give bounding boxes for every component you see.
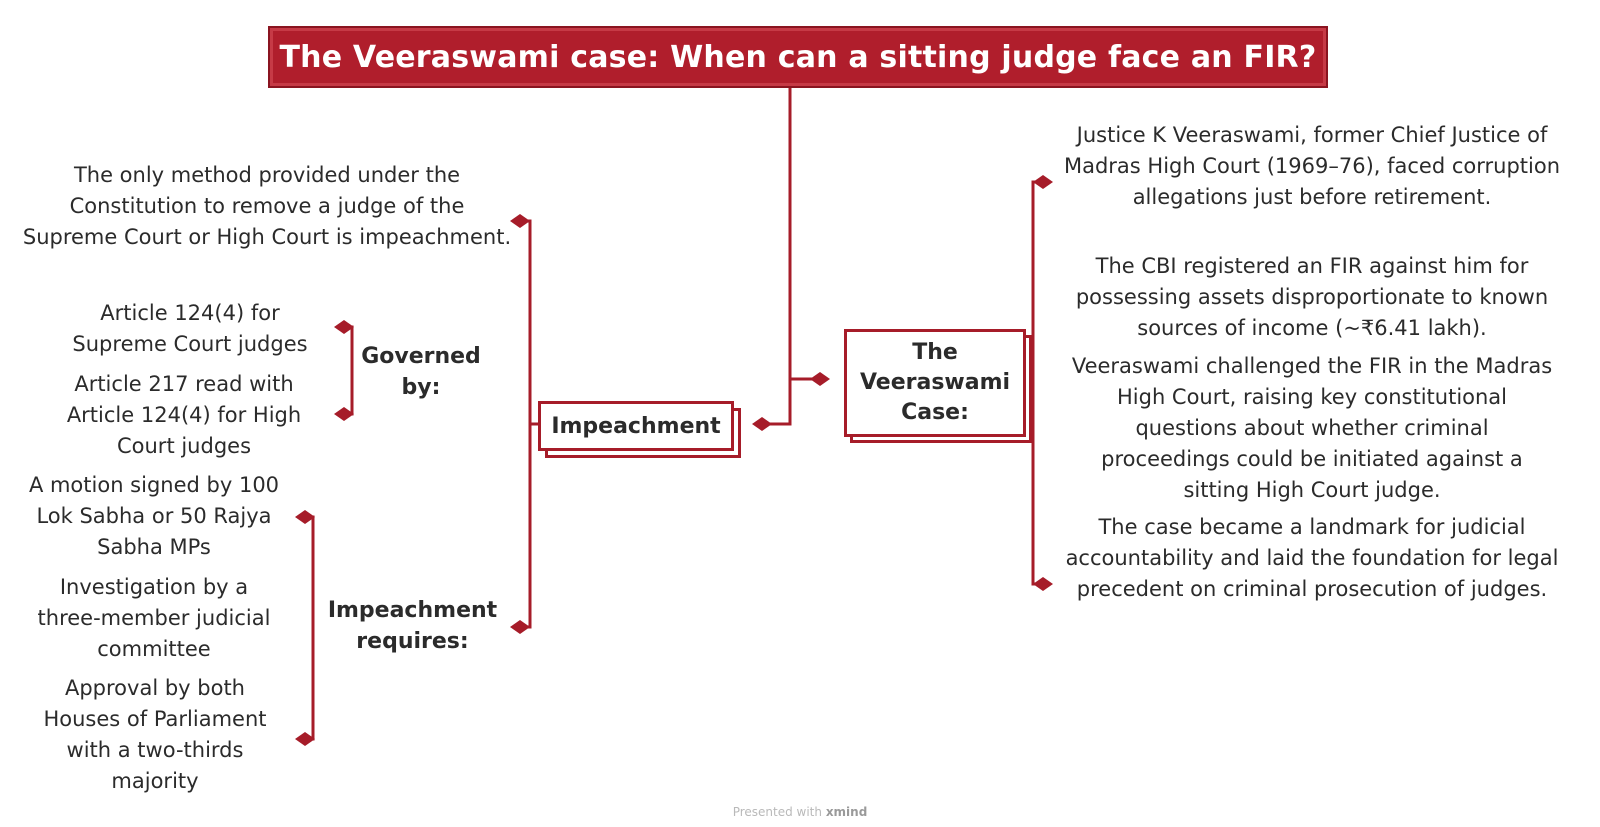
diamond-connector [295,510,315,524]
footer-prefix: Presented with [732,805,822,819]
requires-item: Approval by both Houses of Parliament wi… [43,676,267,793]
footer-brand: xmind [825,805,868,819]
diamond-connector [752,417,772,431]
diamond-connector [334,407,354,421]
requires-item: A motion signed by 100 Lok Sabha or 50 R… [28,473,280,559]
veeraswami-case-node[interactable]: The Veeraswami Case: [844,329,1026,437]
footer-watermark: Presented with xmind [0,805,1600,819]
diamond-connector [510,620,530,634]
diamond-connector [510,214,530,228]
title-banner: The Veeraswami case: When can a sitting … [268,26,1328,88]
case-item: The case became a landmark for judicial … [1065,515,1559,601]
impeachment-definition: The only method provided under the Const… [22,163,512,249]
diamond-connector [295,732,315,746]
governed-by-label: Governed by: [361,344,481,400]
impeachment-node-label: Impeachment [551,413,721,439]
diamond-connector [810,372,830,386]
case-item: Veeraswami challenged the FIR in the Mad… [1071,354,1553,502]
diamond-connector [334,320,354,334]
governed-by-item: Article 217 read with Article 124(4) for… [66,372,302,458]
case-item: The CBI registered an FIR against him fo… [1075,254,1549,340]
requires-item: Investigation by a three-member judicial… [37,575,271,661]
impeachment-node[interactable]: Impeachment [538,401,734,451]
case-item: Justice K Veeraswami, former Chief Justi… [1063,123,1561,209]
governed-by-item: Article 124(4) for Supreme Court judges [72,301,308,356]
diamond-connector [1033,577,1053,591]
veeraswami-case-node-label: The Veeraswami Case: [859,340,1011,425]
diamond-connector [1033,175,1053,189]
requires-label: Impeachment requires: [327,598,498,654]
page-title: The Veeraswami case: When can a sitting … [279,39,1317,75]
